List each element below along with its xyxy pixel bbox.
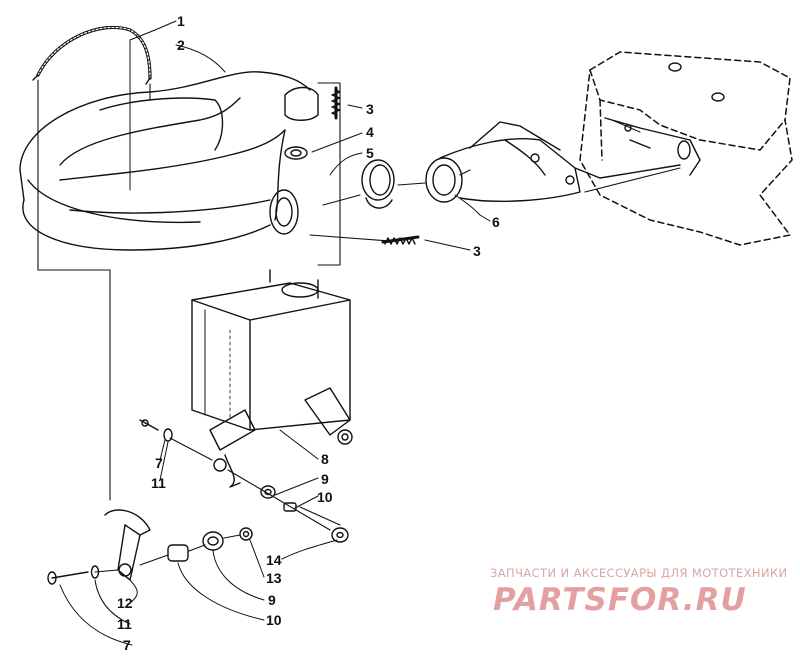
callout-3-lower: 3 <box>473 243 481 259</box>
callout-1: 1 <box>177 13 185 29</box>
callout-labels: 1 2 3 4 5 6 3 7 11 8 9 10 14 13 9 10 12 … <box>117 13 500 653</box>
callout-2: 2 <box>177 37 185 53</box>
callout-10-lower: 10 <box>266 612 282 628</box>
seal-ring-5 <box>361 159 395 209</box>
callout-9-lower: 9 <box>268 592 276 608</box>
leader-lines <box>59 20 491 646</box>
washer-11-upper <box>163 428 173 442</box>
callout-12: 12 <box>117 595 133 611</box>
watermark: ЗАПЧАСТИ И АКСЕССУАРЫ ДЛЯ МОТОТЕХНИКИ <box>490 566 790 580</box>
callout-6: 6 <box>492 214 500 230</box>
watermark-subtitle: ЗАПЧАСТИ И АКСЕССУАРЫ ДЛЯ МОТОТЕХНИКИ <box>490 566 788 580</box>
callout-5: 5 <box>366 145 374 161</box>
spring-1 <box>32 25 152 85</box>
assembly-guide-lines <box>37 79 681 573</box>
callout-4: 4 <box>366 124 374 140</box>
muffler-bracket-12 <box>104 509 151 581</box>
gasket-4 <box>284 146 308 160</box>
callout-11-lower: 11 <box>117 616 132 632</box>
bolt-7-lower <box>47 571 89 585</box>
callout-9-upper: 9 <box>321 471 329 487</box>
callout-7-upper: 7 <box>155 455 163 471</box>
muffler <box>191 269 353 488</box>
callout-11-upper: 11 <box>151 475 166 491</box>
watermark-logo-text: PARTSFOR.RU <box>493 582 747 618</box>
bolt-7-upper <box>139 419 159 431</box>
grommet-9-lower <box>202 531 224 551</box>
nut-14 <box>331 527 349 543</box>
callout-3-upper: 3 <box>366 101 374 117</box>
exhaust-pipe <box>19 71 319 251</box>
engine-outline <box>579 51 793 246</box>
callout-14: 14 <box>266 552 282 568</box>
spring-3-upper <box>331 86 341 120</box>
exhaust-manifold <box>425 121 681 203</box>
callout-7-lower: 7 <box>123 637 131 653</box>
watermark-logo: PARTSFOR.RU <box>493 582 747 618</box>
nut-13 <box>239 527 253 541</box>
engine-mount-holes <box>604 62 725 176</box>
callout-13: 13 <box>266 570 282 586</box>
callout-10-upper: 10 <box>317 489 333 505</box>
callout-8: 8 <box>321 451 329 467</box>
sleeve-10-lower <box>167 544 189 562</box>
